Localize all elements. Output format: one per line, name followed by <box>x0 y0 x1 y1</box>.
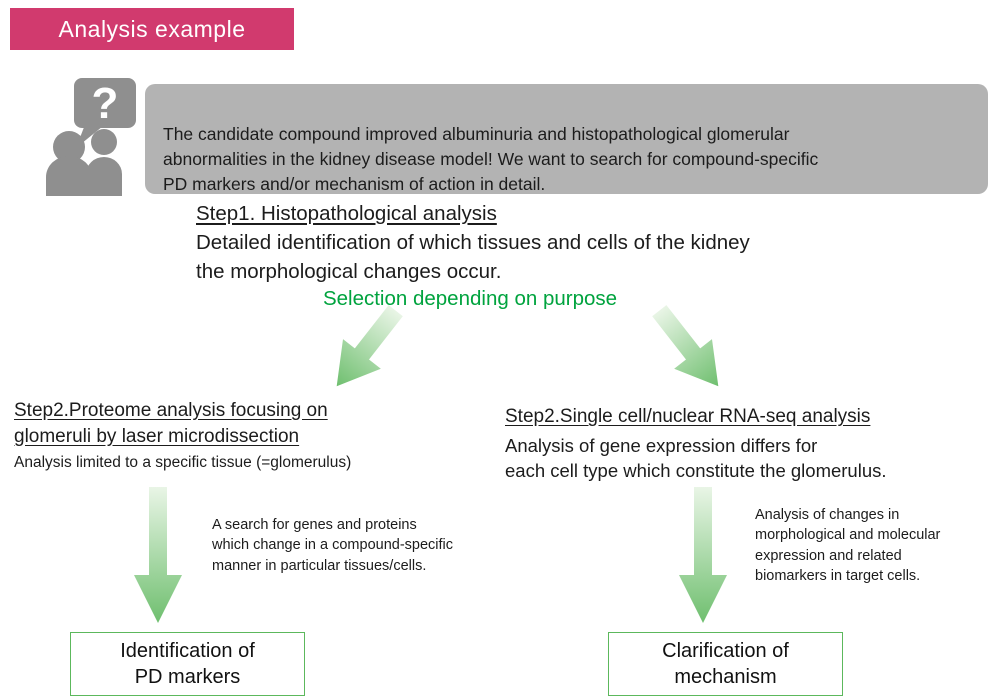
step1-description: Detailed identification of which tissues… <box>196 231 750 284</box>
step1-title: Step1. Histopathological analysis <box>196 202 497 225</box>
arrow-down-icon-left <box>134 487 182 623</box>
branch-rnaseq: Step2.Single cell/nuclear RNA-seq analys… <box>505 404 965 484</box>
question-mark-glyph: ? <box>92 79 119 128</box>
branch-rnaseq-description: Analysis of gene expression differs for … <box>505 434 887 481</box>
arrow-down-left-icon <box>336 305 403 387</box>
branch-proteome-description: Analysis limited to a specific tissue (=… <box>14 454 352 472</box>
proteome-arrow-note: A search for genes and proteins which ch… <box>212 517 453 574</box>
branch-rnaseq-title: Step2.Single cell/nuclear RNA-seq analys… <box>505 406 871 427</box>
selection-label: Selection depending on purpose <box>322 287 618 310</box>
result-box-mechanism: Clarification of mechanism <box>608 632 843 696</box>
title-badge-label: Analysis example <box>58 15 246 42</box>
intro-speech-panel: The candidate compound improved albuminu… <box>145 84 988 194</box>
branch-proteome: Step2.Proteome analysis focusing on glom… <box>14 398 434 472</box>
result-box-pd-markers: Identification of PD markers <box>70 632 305 696</box>
result-pd-markers-label: Identification of PD markers <box>120 640 255 688</box>
arrow-down-right-icon <box>652 305 719 387</box>
result-mechanism-label: Clarification of mechanism <box>662 640 789 688</box>
rnaseq-arrow-note: Analysis of changes in morphological and… <box>755 507 941 584</box>
question-people-icon: ? <box>40 76 142 196</box>
arrow-down-icon-right <box>679 487 727 623</box>
question-people-icon-svg: ? <box>46 78 136 196</box>
step1-block: Step1. Histopathological analysis Detail… <box>196 199 836 286</box>
title-badge: Analysis example <box>10 8 294 50</box>
intro-text: The candidate compound improved albuminu… <box>163 123 819 194</box>
branch-proteome-title: Step2.Proteome analysis focusing on glom… <box>14 400 328 447</box>
